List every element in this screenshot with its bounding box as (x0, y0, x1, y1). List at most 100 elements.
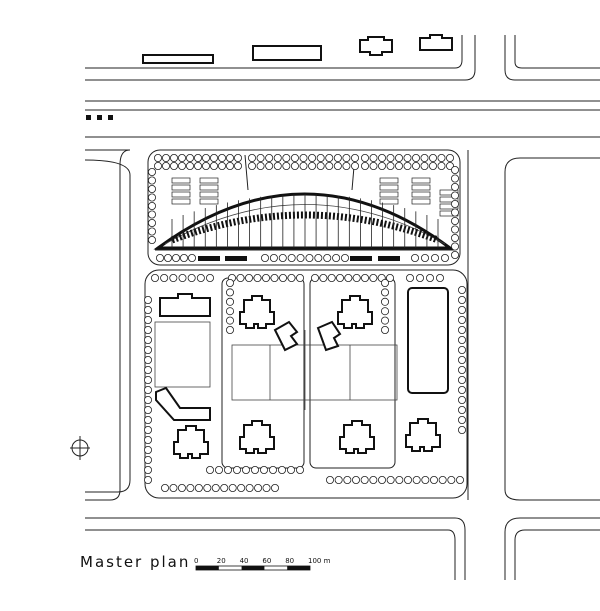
stadium-ribs (171, 194, 439, 248)
tree (323, 253, 332, 262)
stadium-roof-arch (153, 192, 455, 250)
tree (177, 483, 186, 492)
tree (273, 161, 282, 170)
tree (225, 325, 234, 334)
tree (316, 153, 325, 162)
tree (169, 153, 178, 162)
residential-block (144, 269, 468, 499)
parking-row (171, 191, 191, 198)
tree (450, 225, 459, 234)
residential-tower (239, 295, 275, 329)
tree (143, 355, 152, 364)
tree (335, 273, 344, 282)
tree (314, 253, 323, 262)
tree (333, 161, 342, 170)
building-long-1 (142, 54, 214, 64)
tree (296, 253, 305, 262)
tree (412, 475, 421, 484)
tree (178, 273, 187, 282)
tree (457, 285, 466, 294)
tree (201, 161, 210, 170)
residential-tower (316, 320, 342, 352)
tree (377, 161, 386, 170)
parking-row (199, 198, 219, 205)
tree (310, 273, 319, 282)
tree (147, 167, 156, 176)
tree (360, 273, 369, 282)
tree (143, 405, 152, 414)
parking-row (439, 196, 459, 203)
parking-row (199, 177, 219, 184)
tree (143, 365, 152, 374)
parking-row (171, 177, 191, 184)
parking-row (379, 177, 399, 184)
tree (457, 365, 466, 374)
tree (260, 253, 269, 262)
parking-row (411, 184, 431, 191)
tree (265, 161, 274, 170)
tree (405, 273, 414, 282)
tree (256, 153, 265, 162)
tree (225, 278, 234, 287)
tree (268, 465, 277, 474)
tree (380, 307, 389, 316)
tree (287, 253, 296, 262)
tree (185, 161, 194, 170)
tree (245, 483, 254, 492)
building-house-1 (359, 36, 393, 56)
tree (233, 161, 242, 170)
tree (299, 153, 308, 162)
tree (232, 465, 241, 474)
tree (428, 153, 437, 162)
tree (447, 475, 456, 484)
tree (450, 182, 459, 191)
scale-tick-label: 0 (194, 557, 198, 565)
tree (343, 475, 352, 484)
tree (269, 253, 278, 262)
tree (332, 253, 341, 262)
tree (420, 161, 429, 170)
tree (457, 315, 466, 324)
parking-row (411, 198, 431, 205)
tree (334, 475, 343, 484)
tree (445, 153, 454, 162)
tree (403, 475, 412, 484)
parking-row (439, 189, 459, 196)
tree (420, 153, 429, 162)
tree (143, 305, 152, 314)
tree (225, 288, 234, 297)
tree (259, 465, 268, 474)
tree (457, 405, 466, 414)
tree (143, 455, 152, 464)
tree (457, 305, 466, 314)
tree (305, 253, 314, 262)
tree (435, 273, 444, 282)
tree (147, 218, 156, 227)
small-squares (86, 115, 113, 120)
tree (186, 483, 195, 492)
tree (377, 475, 386, 484)
tree (394, 161, 403, 170)
tree (143, 395, 152, 404)
tree (316, 161, 325, 170)
plan-title: Master plan (80, 553, 191, 571)
tree (450, 216, 459, 225)
scale-tick-label: 100 m (308, 557, 331, 565)
scale-tick-label: 80 (285, 557, 294, 565)
tree (428, 161, 437, 170)
tree (286, 465, 295, 474)
tree (380, 297, 389, 306)
tree (262, 483, 271, 492)
tree (225, 316, 234, 325)
tree (161, 161, 170, 170)
tree (147, 235, 156, 244)
tree (205, 465, 214, 474)
tree (254, 483, 263, 492)
residential-tower (405, 418, 441, 452)
tree (143, 425, 152, 434)
tree (278, 253, 287, 262)
tree (143, 465, 152, 474)
parking-row (379, 191, 399, 198)
tree (394, 153, 403, 162)
